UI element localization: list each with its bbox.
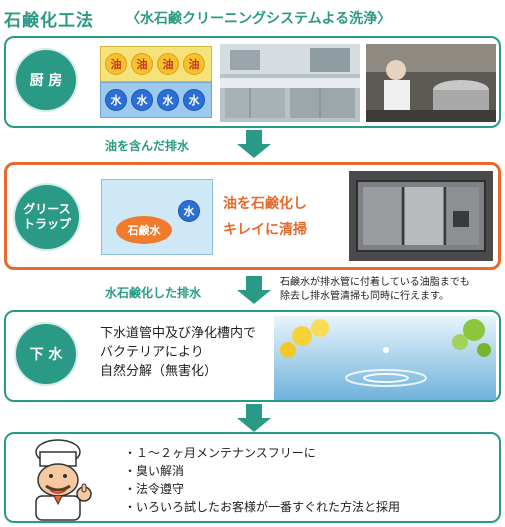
page-title: 石鹸化工法 — [4, 11, 94, 31]
soap-label: 石鹸水 — [127, 224, 161, 237]
sewer-text-line1: 下水道管中及び浄化槽内で — [100, 326, 257, 341]
grease-trap-photo — [349, 171, 493, 261]
chef-icon — [20, 438, 100, 522]
water-circle: 水 — [183, 89, 205, 111]
grease-trap-panel: グリース トラップ 石鹸水 水 油を石鹸化し キレイに清掃 — [4, 162, 501, 270]
sewer-text-line2: バクテリアにより — [100, 345, 204, 360]
note-line2: 除去し排水管清掃も同時に行えます。 — [280, 291, 449, 302]
water-layer: 水 水 水 水 — [100, 82, 212, 118]
oil-layer: 油 油 油 油 — [100, 46, 212, 82]
effect-line2: キレイに清掃 — [223, 222, 307, 238]
grease-trap-label-line1: グリース — [23, 202, 71, 216]
down-arrow-3 — [237, 404, 271, 432]
note-line1: 石鹸水が排水管に付着している油脂までも — [280, 277, 470, 288]
kitchen-panel: 厨 房 油 油 油 油 水 水 水 水 — [4, 36, 501, 128]
oil-water-diagram: 油 油 油 油 水 水 水 水 — [100, 46, 212, 118]
sewer-panel: 下 水 下水道管中及び浄化槽内で バクテリアにより 自然分解（無害化） — [4, 310, 501, 402]
water-ripple-photo — [274, 316, 496, 400]
kitchen-label: 厨 房 — [29, 73, 63, 89]
benefits-list: ・１～２ヶ月メンテナンスフリーに ・臭い解消 ・法令遵守 ・いろいろ試したお客様… — [124, 444, 400, 516]
oil-circle: 油 — [131, 53, 153, 75]
oil-circle: 油 — [105, 53, 127, 75]
sewer-badge: 下 水 — [16, 324, 76, 384]
down-arrow-2 — [237, 276, 271, 304]
water-circle: 水 — [157, 89, 179, 111]
soap-blob: 石鹸水 — [116, 216, 172, 244]
water-circle: 水 — [131, 89, 153, 111]
step2-note: 石鹸水が排水管に付着している油脂までも 除去し排水管清掃も同時に行えます。 — [280, 276, 470, 304]
down-arrow-1 — [237, 130, 271, 158]
grease-trap-label-line2: トラップ — [22, 217, 71, 231]
soap-diagram: 石鹸水 水 — [101, 179, 213, 255]
kitchen-photo-1 — [220, 44, 360, 122]
effect-line1: 油を石鹸化し — [223, 196, 307, 212]
step2-label: 水石鹸化した排水 — [105, 286, 202, 300]
sewer-text: 下水道管中及び浄化槽内で バクテリアにより 自然分解（無害化） — [100, 324, 256, 381]
kitchen-photo-2 — [366, 44, 496, 122]
list-item: ・法令遵守 — [124, 482, 185, 496]
grease-trap-badge: グリース トラップ — [15, 185, 79, 249]
benefits-panel: ・１～２ヶ月メンテナンスフリーに ・臭い解消 ・法令遵守 ・いろいろ試したお客様… — [4, 432, 501, 523]
water-circle: 水 — [178, 200, 200, 222]
grease-trap-effect: 油を石鹸化し キレイに清掃 — [223, 191, 307, 243]
step1-label: 油を含んだ排水 — [105, 139, 190, 153]
list-item: ・いろいろ試したお客様が一番すぐれた方法と採用 — [124, 500, 401, 514]
oil-circle: 油 — [183, 53, 205, 75]
list-item: ・１～２ヶ月メンテナンスフリーに — [124, 446, 316, 460]
sewer-text-line3: 自然分解（無害化） — [100, 364, 218, 379]
water-circle: 水 — [105, 89, 127, 111]
page-subtitle: 〈水石鹸クリーニングシステムよる洗浄〉 — [126, 11, 392, 27]
oil-circle: 油 — [157, 53, 179, 75]
list-item: ・臭い解消 — [124, 464, 185, 478]
sewer-label: 下 水 — [29, 347, 63, 363]
kitchen-badge: 厨 房 — [16, 50, 76, 110]
